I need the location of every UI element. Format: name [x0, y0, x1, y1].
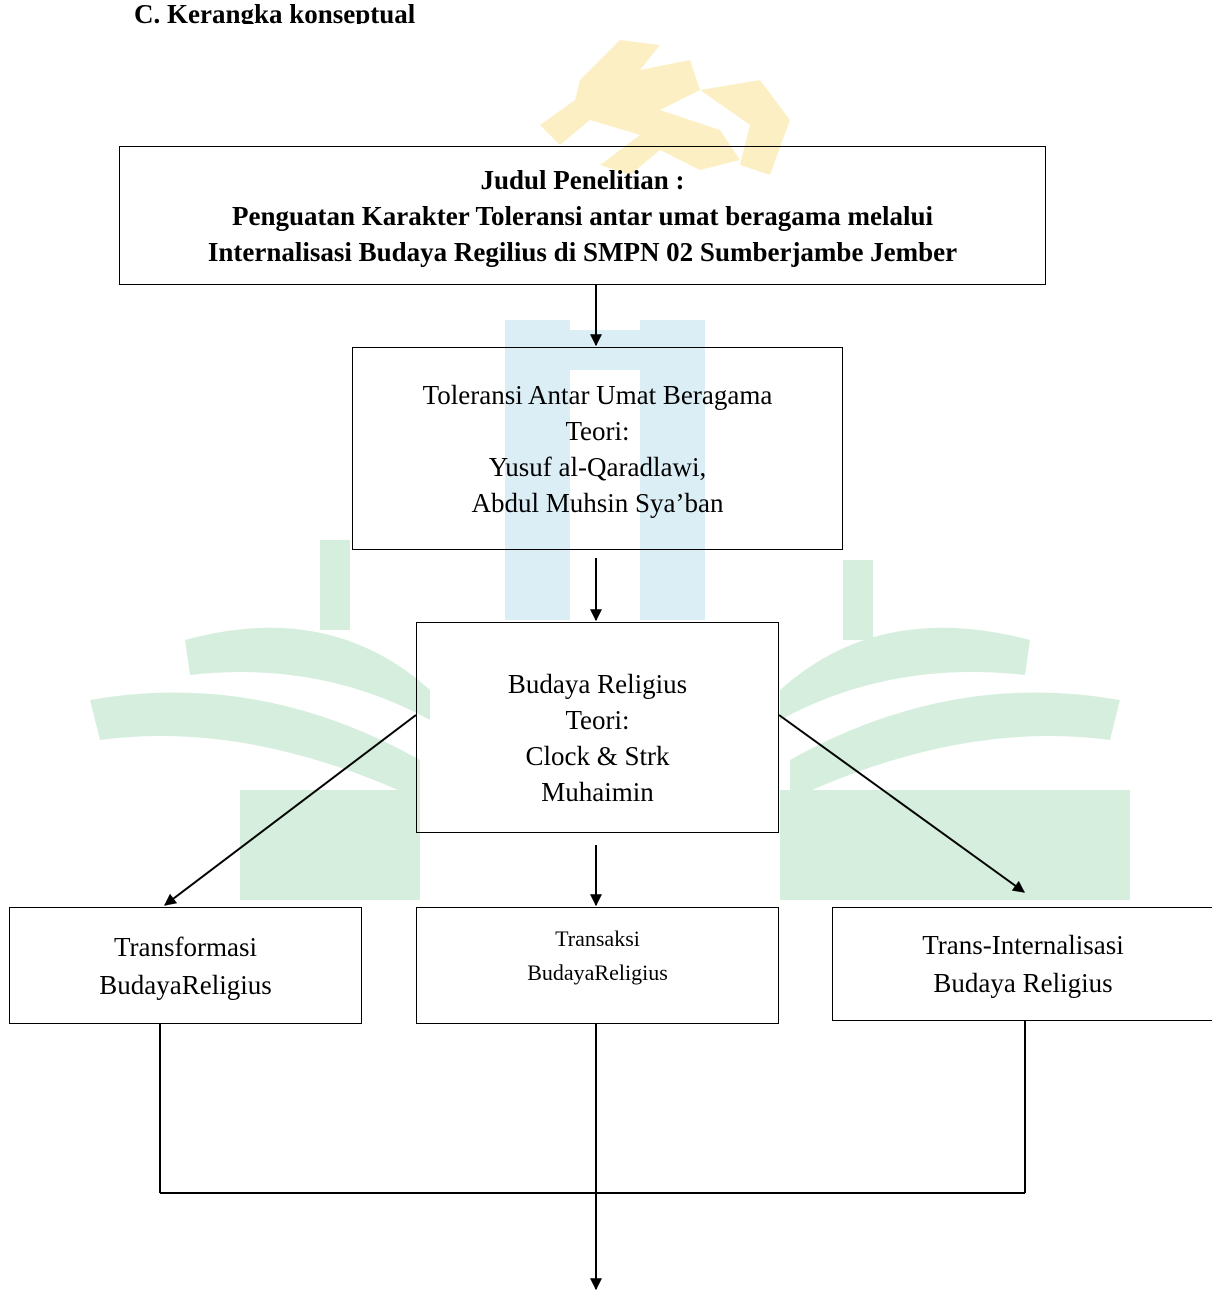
- transformasi-box: Transformasi BudayaReligius: [9, 907, 362, 1024]
- research-title-line-1: Penguatan Karakter Toleransi antar umat …: [232, 200, 933, 231]
- trans-internalisasi-line-1: Trans-Internalisasi: [922, 930, 1124, 960]
- toleransi-heading: Toleransi Antar Umat Beragama: [422, 379, 773, 410]
- watermark-yellow-calligraphy: [540, 40, 790, 175]
- budaya-theorist-2: Muhaimin: [541, 776, 654, 807]
- toleransi-theory-label: Teori:: [565, 415, 630, 446]
- toleransi-theory-box: Toleransi Antar Umat Beragama Teori: Yus…: [352, 347, 843, 550]
- budaya-theory-label: Teori:: [565, 704, 630, 735]
- toleransi-theorist-2: Abdul Muhsin Sya’ban: [471, 487, 724, 518]
- research-title-box: Judul Penelitian : Penguatan Karakter To…: [119, 146, 1046, 285]
- transaksi-box: Transaksi BudayaReligius: [416, 907, 779, 1024]
- transformasi-line-1: Transformasi: [113, 931, 257, 962]
- trans-internalisasi-line-2: Budaya Religius: [933, 968, 1113, 998]
- transformasi-line-2: BudayaReligius: [99, 969, 272, 1000]
- section-heading: C. Kerangka konseptual: [134, 0, 416, 24]
- toleransi-theorist-1: Yusuf al-Qaradlawi,: [488, 451, 707, 482]
- watermark-blue-pillars: [505, 320, 705, 620]
- transaksi-line-1: Transaksi: [555, 925, 640, 951]
- budaya-religius-theory-box: Budaya Religius Teori: Clock & Strk Muha…: [416, 622, 779, 833]
- trans-internalisasi-box: Trans-Internalisasi Budaya Religius: [832, 907, 1212, 1021]
- research-title-label: Judul Penelitian :: [480, 164, 685, 195]
- transaksi-line-2: BudayaReligius: [527, 959, 668, 985]
- budaya-heading: Budaya Religius: [507, 668, 688, 699]
- research-title-line-2: Internalisasi Budaya Regilius di SMPN 02…: [207, 236, 958, 267]
- budaya-theorist-1: Clock & Strk: [525, 740, 670, 771]
